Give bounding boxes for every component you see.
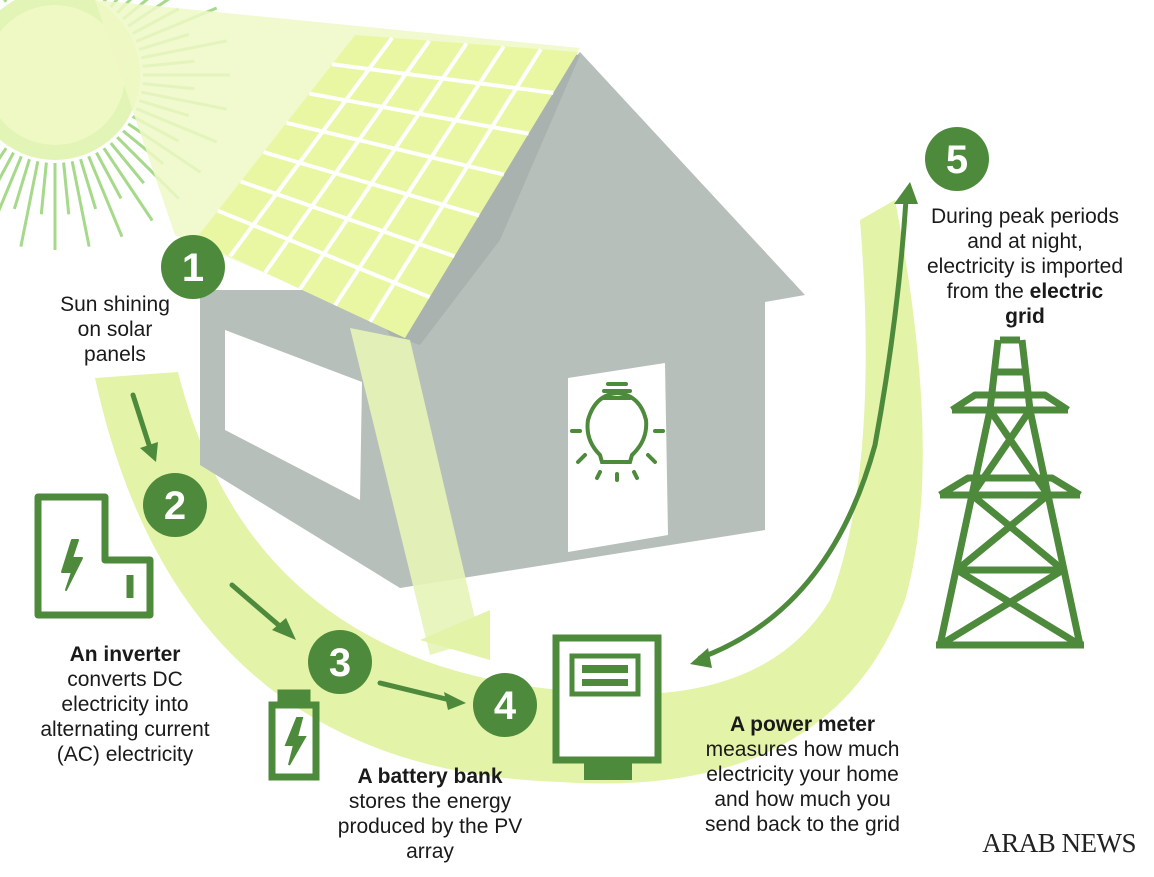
energy-flow-arc xyxy=(95,200,923,784)
svg-text:4: 4 xyxy=(494,684,517,728)
panel-grid-line xyxy=(368,48,543,323)
solar-panel-icon xyxy=(195,35,578,338)
sun-ray xyxy=(102,147,154,222)
light-bulb-icon xyxy=(570,382,665,482)
sun-ray xyxy=(109,142,145,185)
panel-grid-line xyxy=(228,36,394,258)
sun-ray xyxy=(19,161,40,247)
svg-text:5: 5 xyxy=(946,138,968,182)
step-circle-1: 1 xyxy=(161,235,225,299)
sun-ray xyxy=(39,162,48,215)
sun-ray xyxy=(87,155,124,238)
sun-ray xyxy=(0,151,15,182)
left-window xyxy=(225,330,362,500)
panel-grid-line xyxy=(333,45,506,307)
arrow-2-to-3 xyxy=(229,582,296,640)
arrow-3-to-4 xyxy=(377,680,466,710)
sun-ray xyxy=(70,161,91,247)
transmission-tower-icon xyxy=(936,336,1084,649)
step-circle-5: 5 xyxy=(925,127,989,191)
roof-light-beam-tip xyxy=(420,610,490,660)
sun-ray xyxy=(0,155,23,212)
inverter-label: An inverter converts DC electricity into… xyxy=(40,643,210,766)
sun-ray xyxy=(3,0,8,3)
sun-ray xyxy=(0,147,8,161)
roof-light-beam xyxy=(350,328,480,655)
step-circle-4: 4 xyxy=(473,673,537,737)
svg-text:1: 1 xyxy=(182,246,204,290)
sun-ray xyxy=(116,0,133,14)
sun-ray xyxy=(95,151,123,200)
svg-text:2: 2 xyxy=(164,484,186,528)
brand-logo: ARAB NEWS xyxy=(982,828,1136,858)
battery-label: A battery bank stores the energy produce… xyxy=(337,765,523,863)
sun-ray xyxy=(109,0,119,8)
panel-grid-line xyxy=(298,42,469,291)
power-meter-icon xyxy=(552,634,662,780)
sun-ray xyxy=(12,158,31,210)
panel-grid-line xyxy=(263,39,431,274)
arrow-meter-grid-bidirectional xyxy=(690,182,918,668)
step-circle-3: 3 xyxy=(308,630,372,694)
svg-text:3: 3 xyxy=(329,641,351,685)
sun-label: Sun shining on solar panels xyxy=(60,293,170,366)
sun-ray xyxy=(79,158,98,210)
grid-label: During peak periods and at night, electr… xyxy=(926,205,1124,328)
arrow-1-to-2 xyxy=(130,392,158,462)
step-circle-2: 2 xyxy=(143,473,207,537)
sun-ray xyxy=(62,162,71,215)
flow-arrows xyxy=(130,182,918,710)
inverter-icon xyxy=(34,493,154,619)
meter-label: A power meter measures how much electric… xyxy=(705,713,900,836)
battery-icon xyxy=(268,689,320,781)
